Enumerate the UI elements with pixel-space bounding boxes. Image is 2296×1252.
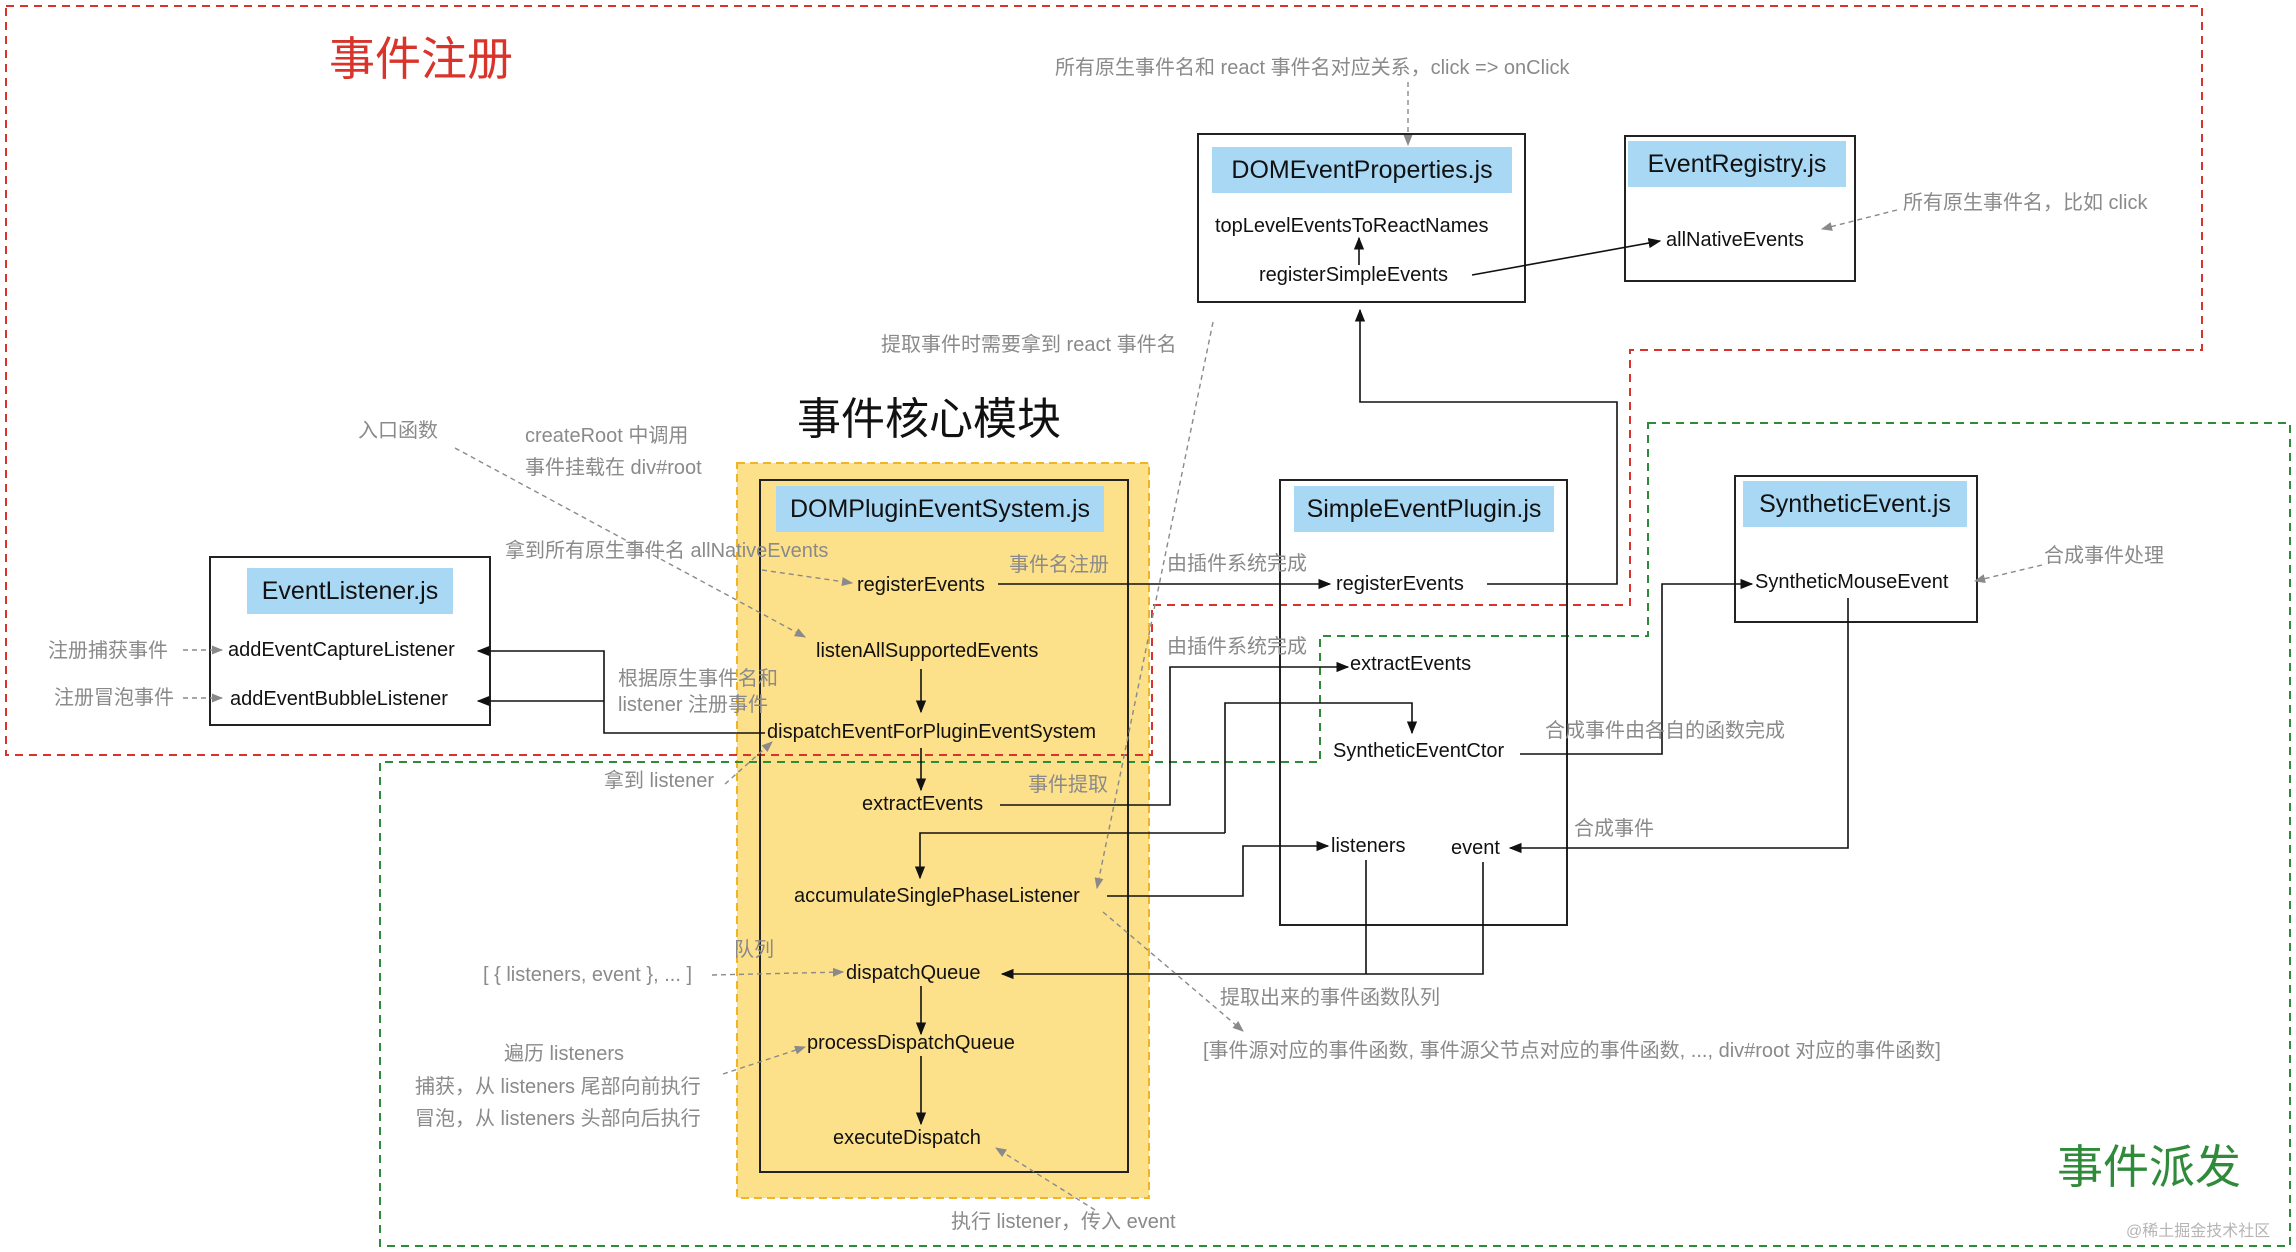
note-create-root-line1: createRoot 中调用 <box>525 425 689 447</box>
registration-region-border <box>5 5 2203 756</box>
note-by-plugin-1: 由插件系统完成 <box>1167 553 1307 575</box>
note-event-name-register: 事件名注册 <box>1009 554 1109 576</box>
execute-dispatch: executeDispatch <box>833 1127 981 1149</box>
registration-region-title: 事件注册 <box>329 33 513 85</box>
all-native-events: allNativeEvents <box>1666 229 1804 251</box>
arrow-plugin-register-to-register-simple <box>1354 308 1618 585</box>
note-bubble-register: 注册冒泡事件 <box>54 687 174 709</box>
arrow-core-extract-to-plugin-extract <box>1000 661 1350 806</box>
note-register-by-name-line2: listener 注册事件 <box>618 694 769 716</box>
arrow-extract-to-ctor <box>1224 702 1418 833</box>
arrow-event-to-queue <box>1000 862 1484 980</box>
note-link-get-all-native <box>761 569 854 586</box>
dom-plugin-event-system-file-label: DOMPluginEventSystem.js <box>776 486 1104 532</box>
synthetic-mouse-event: SyntheticMouseEvent <box>1755 571 1949 593</box>
plugin-extract-events: extractEvents <box>1350 653 1472 675</box>
add-event-capture-listener: addEventCaptureListener <box>228 639 455 661</box>
note-all-native-events: 所有原生事件名，比如 click <box>1903 192 2148 214</box>
note-create-root-line2: 事件挂载在 div#root <box>525 457 702 479</box>
core-register-events: registerEvents <box>857 574 985 596</box>
note-link-extract-react-name <box>1094 321 1214 890</box>
note-capture-register: 注册捕获事件 <box>48 640 168 662</box>
note-entry-fn: 入口函数 <box>358 420 438 442</box>
synthetic-event-file-label: SyntheticEvent.js <box>1743 481 1967 527</box>
note-extract-need-react-name: 提取事件时需要拿到 react 事件名 <box>881 334 1177 356</box>
note-traverse-line2: 捕获，从 listeners 尾部向前执行 <box>415 1076 701 1098</box>
note-link-get-listener <box>724 741 773 785</box>
note-execute-listener: 执行 listener，传入 event <box>951 1211 1176 1233</box>
arrow-accumulate-to-listeners <box>1107 840 1330 897</box>
listeners: listeners <box>1331 835 1406 857</box>
dispatch-region-title: 事件派发 <box>2057 1141 2241 1193</box>
listen-all-supported-events: listenAllSupportedEvents <box>816 640 1039 662</box>
synthetic-event-ctor: SyntheticEventCtor <box>1333 740 1505 762</box>
arrow-dispatch-to-capture-listener <box>476 645 765 734</box>
note-get-listener: 拿到 listener <box>604 770 715 792</box>
note-register-by-name-line1: 根据原生事件名和 <box>618 668 778 690</box>
note-extracted-queue: 提取出来的事件函数队列 <box>1220 987 1440 1009</box>
core-module-area <box>736 462 1150 1199</box>
arrow-mouse-event-to-event <box>1508 598 1849 854</box>
arrow-extract-to-accumulate <box>914 832 1225 880</box>
note-queue-shape: [ { listeners, event }, ... ] <box>483 964 692 986</box>
simple-event-plugin-file-label: SimpleEventPlugin.js <box>1294 486 1554 532</box>
event-listener-file-label: EventListener.js <box>247 568 453 614</box>
note-synthetic-by-own-fn: 合成事件由各自的函数完成 <box>1545 720 1785 742</box>
watermark: @稀土掘金技术社区 <box>2126 1223 2271 1240</box>
synthetic-event-box <box>1734 475 1978 623</box>
event-registry-file-label: EventRegistry.js <box>1628 141 1846 187</box>
note-traverse-line3: 冒泡，从 listeners 头部向后执行 <box>415 1108 701 1130</box>
dom-event-properties-box <box>1197 133 1526 303</box>
event-listener-box <box>209 556 491 726</box>
note-link-execute <box>995 1147 1096 1211</box>
register-simple-events: registerSimpleEvents <box>1259 264 1448 286</box>
note-by-plugin-2: 由插件系统完成 <box>1167 636 1307 658</box>
dispatch-queue: dispatchQueue <box>846 962 981 984</box>
note-link-entry-fn <box>454 447 806 638</box>
dom-event-properties-file-label: DOMEventProperties.js <box>1212 147 1512 193</box>
top-level-events-to-react-names: topLevelEventsToReactNames <box>1215 215 1489 237</box>
note-link-synthetic-handling <box>1973 564 2043 584</box>
event-registry-box <box>1624 135 1856 282</box>
note-queue: 队列 <box>734 939 774 961</box>
add-event-bubble-listener: addEventBubbleListener <box>230 688 448 710</box>
note-get-all-native: 拿到所有原生事件名 allNativeEvents <box>505 540 829 562</box>
dispatch-event-for-plugin-event-system: dispatchEventForPluginEventSystem <box>767 721 1097 743</box>
note-synthetic-event: 合成事件 <box>1574 818 1654 840</box>
arrow-register-simple-to-all-native <box>1471 238 1662 276</box>
note-link-extracted-queue <box>1102 911 1244 1032</box>
note-link-all-native <box>1820 209 1898 231</box>
plugin-register-events: registerEvents <box>1336 573 1464 595</box>
note-synthetic-handling: 合成事件处理 <box>2044 545 2164 567</box>
note-queue-content: [事件源对应的事件函数, 事件源父节点对应的事件函数, ..., div#roo… <box>1203 1040 1941 1062</box>
core-extract-events: extractEvents <box>862 793 984 815</box>
note-link-queue-shape <box>711 967 845 977</box>
process-dispatch-queue: processDispatchQueue <box>807 1032 1015 1054</box>
accumulate-single-phase-listener: accumulateSinglePhaseListener <box>794 885 1080 907</box>
note-name-mapping: 所有原生事件名和 react 事件名对应关系，click => onClick <box>1055 57 1570 79</box>
dom-plugin-event-system-box <box>759 479 1129 1173</box>
core-module-title: 事件核心模块 <box>797 395 1061 444</box>
event: event <box>1451 837 1500 859</box>
note-event-extract: 事件提取 <box>1028 774 1108 796</box>
arrow-ctor-to-mouse-event <box>1520 578 1754 755</box>
note-traverse-line1: 遍历 listeners <box>504 1043 625 1065</box>
dispatch-region-border <box>379 422 2291 1247</box>
